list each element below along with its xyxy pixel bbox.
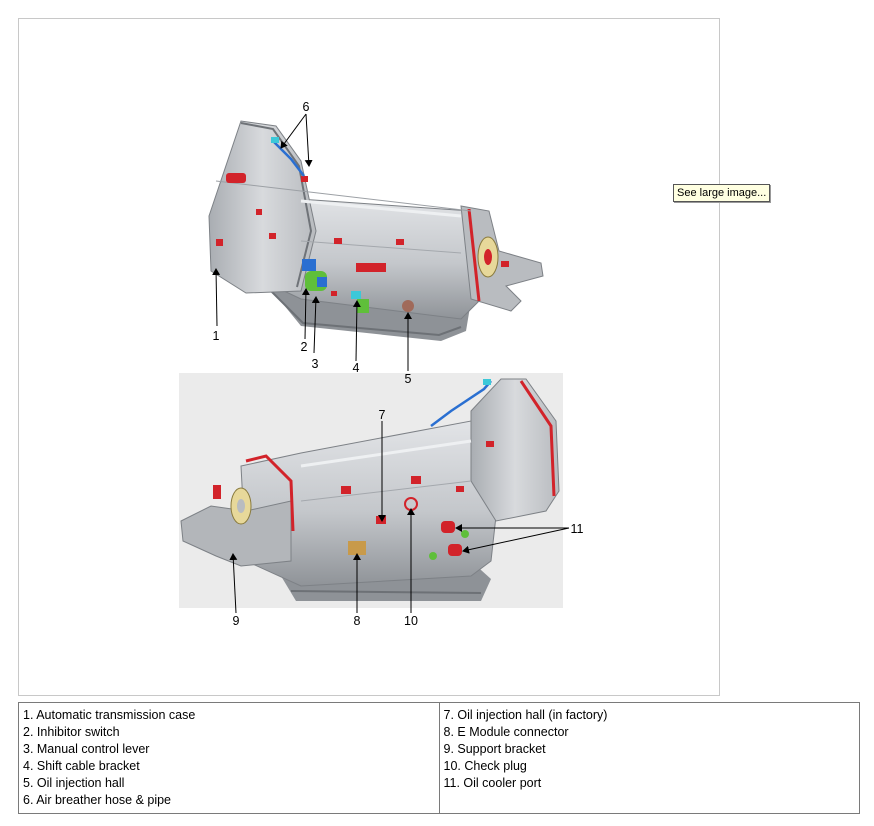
legend-item-4: 4. Shift cable bracket [23, 759, 140, 773]
legend-item-5: 5. Oil injection hall [23, 776, 125, 790]
callout-11: 11 [571, 522, 584, 536]
callout-4: 4 [353, 361, 360, 375]
figure-frame: 6 1 2 3 4 5 7 9 8 10 11 [18, 18, 720, 696]
legend-item-2: 2. Inhibitor switch [23, 725, 120, 739]
leader-lines [212, 113, 570, 614]
legend-item-8: 8. E Module connector [443, 725, 569, 739]
legend-item-11: 11. Oil cooler port [443, 776, 542, 790]
legend-column-left: 1. Automatic transmission case 2. Inhibi… [18, 702, 440, 814]
legend-column-right: 7. Oil injection hall (in factory) 8. E … [438, 702, 860, 814]
callout-10: 10 [404, 614, 418, 628]
legend-item-10: 10. Check plug [443, 759, 527, 773]
callout-2: 2 [301, 340, 308, 354]
legend-item-6: 6. Air breather hose & pipe [23, 793, 172, 807]
callout-7: 7 [379, 408, 386, 422]
legend-item-9: 9. Support bracket [443, 742, 546, 756]
callout-9: 9 [233, 614, 240, 628]
transmission-bottom-view [179, 373, 563, 608]
see-large-image-link[interactable]: See large image... [673, 184, 771, 202]
legend-table: 1. Automatic transmission case 2. Inhibi… [18, 702, 860, 814]
callout-1: 1 [213, 329, 220, 343]
transmission-top-view [208, 120, 544, 341]
callout-3: 3 [312, 357, 319, 371]
transmission-diagram[interactable]: 6 1 2 3 4 5 7 9 8 10 11 [19, 19, 719, 695]
legend-item-1: 1. Automatic transmission case [23, 708, 196, 722]
callout-6: 6 [303, 100, 310, 114]
callout-8: 8 [354, 614, 361, 628]
legend-item-7: 7. Oil injection hall (in factory) [443, 708, 608, 722]
legend-item-3: 3. Manual control lever [23, 742, 150, 756]
callout-5: 5 [405, 372, 412, 386]
callout-labels: 6 1 2 3 4 5 7 9 8 10 11 [213, 100, 584, 628]
